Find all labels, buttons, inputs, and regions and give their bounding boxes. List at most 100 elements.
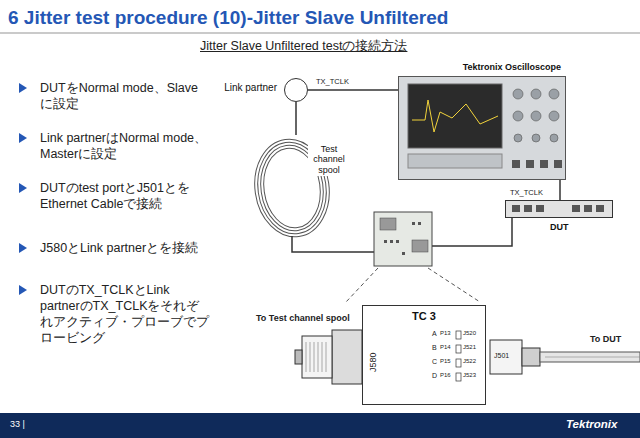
footer-bar bbox=[0, 413, 640, 438]
cable-label: To Test channel spool bbox=[256, 313, 350, 325]
oscilloscope bbox=[531, 111, 541, 121]
rj45-connector bbox=[302, 336, 332, 378]
cable-to-dut bbox=[522, 348, 640, 366]
test-fixture-board bbox=[384, 240, 387, 243]
probe-cable bbox=[308, 89, 398, 91]
rj45-connector bbox=[295, 350, 302, 364]
oscilloscope bbox=[512, 160, 520, 168]
oscilloscope bbox=[513, 89, 523, 99]
bullet-marker bbox=[19, 83, 27, 93]
pin-header bbox=[456, 373, 461, 381]
j501-connector bbox=[490, 340, 522, 374]
bullet-marker bbox=[19, 83, 27, 295]
test-fixture-board bbox=[374, 212, 432, 266]
probe-cable bbox=[559, 180, 561, 200]
node-label: Test channel spool bbox=[308, 143, 350, 176]
cable-to-dut bbox=[545, 357, 640, 358]
oscilloscope bbox=[398, 76, 566, 180]
dut-switch bbox=[572, 205, 580, 212]
rj45-connector bbox=[306, 342, 307, 372]
zoom-leader bbox=[346, 268, 378, 302]
oscilloscope bbox=[550, 134, 558, 142]
oscilloscope bbox=[412, 100, 498, 132]
rj45-connector bbox=[310, 342, 311, 372]
bullet-marker bbox=[19, 285, 27, 295]
dut-switch bbox=[512, 205, 604, 212]
bullet-text: DUTのtest portとJ501とをEthernet Cableで接続 bbox=[40, 180, 210, 212]
node-label: Link partner bbox=[224, 82, 277, 94]
dut-switch bbox=[596, 205, 604, 212]
zoom-leader bbox=[428, 268, 480, 302]
oscilloscope bbox=[549, 89, 559, 99]
oscilloscope bbox=[513, 89, 559, 142]
page-number: 33 | bbox=[10, 419, 25, 431]
pin-header bbox=[456, 331, 461, 339]
rj45-connector bbox=[332, 330, 362, 384]
oscilloscope bbox=[540, 160, 548, 168]
oscilloscope bbox=[513, 111, 523, 121]
tc3-fixture-detail: TC 3 bbox=[362, 305, 486, 405]
oscilloscope: Tektronix Oscilloscope bbox=[398, 76, 566, 180]
dut-switch bbox=[512, 205, 520, 212]
pin-letter: B bbox=[432, 343, 437, 352]
test-fixture-board bbox=[374, 212, 432, 266]
rj45-connector bbox=[322, 342, 323, 372]
rj45-connector bbox=[318, 342, 319, 372]
title-rule bbox=[0, 32, 640, 34]
jumper-name: J520 bbox=[463, 330, 476, 338]
signal-name: TX_TCLK bbox=[316, 77, 349, 87]
rj45-connector bbox=[326, 342, 327, 372]
rj45-connector bbox=[306, 342, 326, 372]
dut-switch bbox=[505, 200, 613, 218]
node-label: DUT bbox=[550, 222, 569, 232]
footer-bar bbox=[0, 413, 640, 438]
pin-header bbox=[456, 359, 461, 367]
pin-header bbox=[456, 331, 461, 381]
test-channel-spool: Test channel spool bbox=[255, 135, 350, 240]
dut-switch bbox=[524, 205, 532, 212]
connector-name: J501 bbox=[494, 351, 509, 360]
ethernet-cable bbox=[432, 218, 512, 246]
signal-name: TX_TCLK bbox=[510, 188, 543, 198]
test-fixture-board bbox=[412, 240, 428, 252]
link-partner-circle: Link partner bbox=[284, 78, 308, 102]
oscilloscope bbox=[512, 160, 562, 168]
dut-switch bbox=[584, 205, 592, 212]
pin-name: P14 bbox=[440, 344, 451, 352]
rj45-connector bbox=[314, 342, 315, 372]
test-fixture-board bbox=[396, 240, 399, 243]
oscilloscope bbox=[532, 134, 540, 142]
ethernet-cable bbox=[292, 236, 374, 252]
oscilloscope bbox=[408, 84, 502, 148]
oscilloscope bbox=[514, 134, 522, 142]
test-fixture-board bbox=[418, 222, 421, 225]
bullet-marker bbox=[19, 243, 27, 253]
bullet-text: Link partnerはNormal mode、Masterに設定 bbox=[40, 130, 210, 162]
connector-name: J580 bbox=[368, 352, 380, 372]
jumper-name: J523 bbox=[463, 372, 476, 380]
dut-switch bbox=[505, 200, 613, 218]
cable-to-dut bbox=[545, 357, 640, 358]
oscilloscope bbox=[408, 154, 502, 168]
cable-to-dut bbox=[540, 352, 640, 362]
bullet-text: J580とLink partnerとを接続 bbox=[40, 240, 210, 256]
pin-name: P16 bbox=[440, 372, 451, 380]
bullet-text: DUTのTX_TCLKとLink partnerのTX_TCLKをそれぞれアクテ… bbox=[40, 282, 210, 346]
bullet-text: DUTをNormal mode、Slaveに設定 bbox=[40, 80, 210, 112]
pin-letter: C bbox=[432, 357, 437, 366]
dut-switch bbox=[536, 205, 544, 212]
oscilloscope bbox=[531, 89, 541, 99]
oscilloscope bbox=[526, 160, 534, 168]
pin-name: P15 bbox=[440, 358, 451, 366]
test-fixture-board bbox=[380, 218, 396, 230]
pin-header bbox=[456, 345, 461, 353]
title-rule bbox=[0, 33, 640, 34]
brand-logo: Tektronix bbox=[566, 417, 617, 432]
subtitle: Jitter Slave Unfiltered testの接続方法 bbox=[200, 38, 407, 54]
cable-to-dut bbox=[522, 348, 540, 366]
test-fixture-board bbox=[412, 222, 415, 225]
test-fixture-board bbox=[390, 240, 393, 243]
dut-box: DUT bbox=[505, 200, 613, 218]
oscilloscope bbox=[398, 76, 566, 180]
